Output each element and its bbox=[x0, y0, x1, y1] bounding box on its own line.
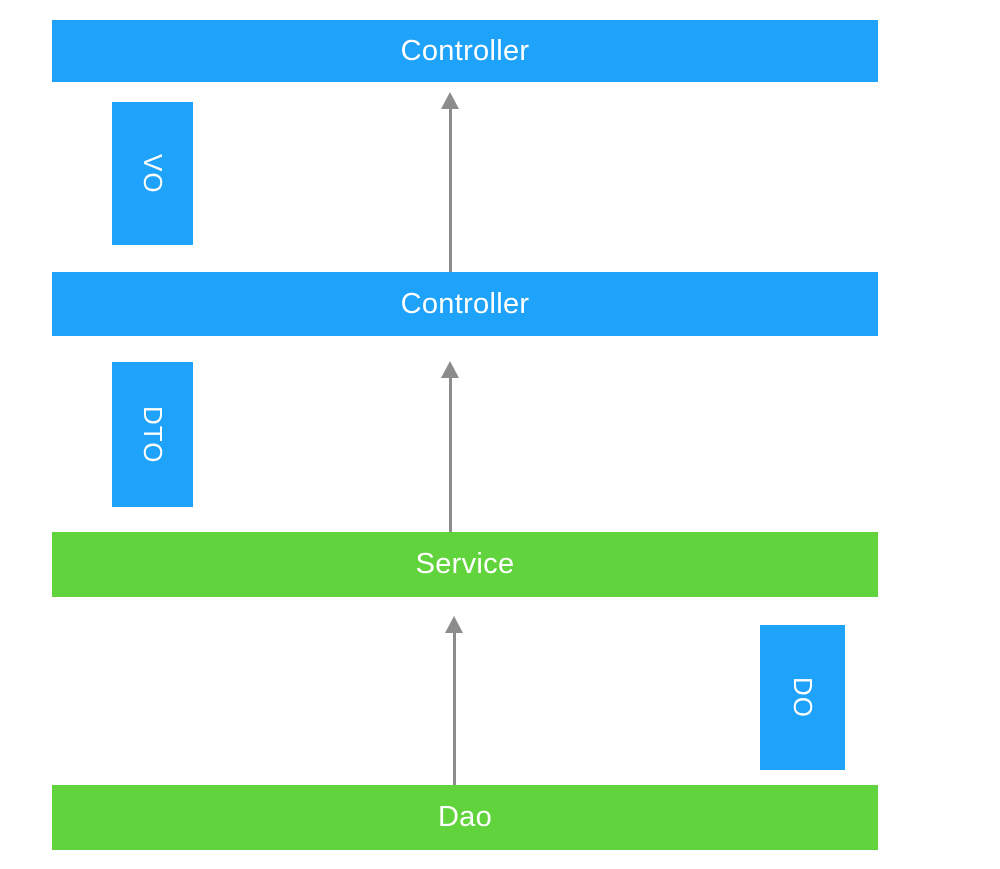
flow-arrow-service-to-controller bbox=[441, 361, 459, 532]
layer-label: Service bbox=[415, 548, 515, 580]
flow-arrow-controller-to-controller bbox=[441, 92, 459, 272]
layer-bar-dao: Dao bbox=[52, 785, 878, 850]
do-label: DO bbox=[788, 677, 818, 718]
layer-bar-service: Service bbox=[52, 532, 878, 597]
vo-label: VO bbox=[138, 153, 168, 194]
layer-bar-controller-top: Controller bbox=[52, 20, 878, 82]
arrow-up-icon bbox=[441, 92, 459, 109]
dto-box: DTO bbox=[112, 362, 193, 507]
layer-label: Controller bbox=[400, 34, 530, 67]
arrow-up-icon bbox=[445, 616, 463, 633]
layer-label: Controller bbox=[400, 287, 530, 320]
do-box: DO bbox=[760, 625, 845, 770]
vo-box: VO bbox=[112, 102, 193, 245]
layer-label: Dao bbox=[437, 801, 493, 833]
dto-label: DTO bbox=[138, 405, 168, 464]
arrow-up-icon bbox=[441, 361, 459, 378]
flow-arrow-dao-to-service bbox=[445, 616, 463, 785]
layer-bar-controller-mid: Controller bbox=[52, 272, 878, 336]
